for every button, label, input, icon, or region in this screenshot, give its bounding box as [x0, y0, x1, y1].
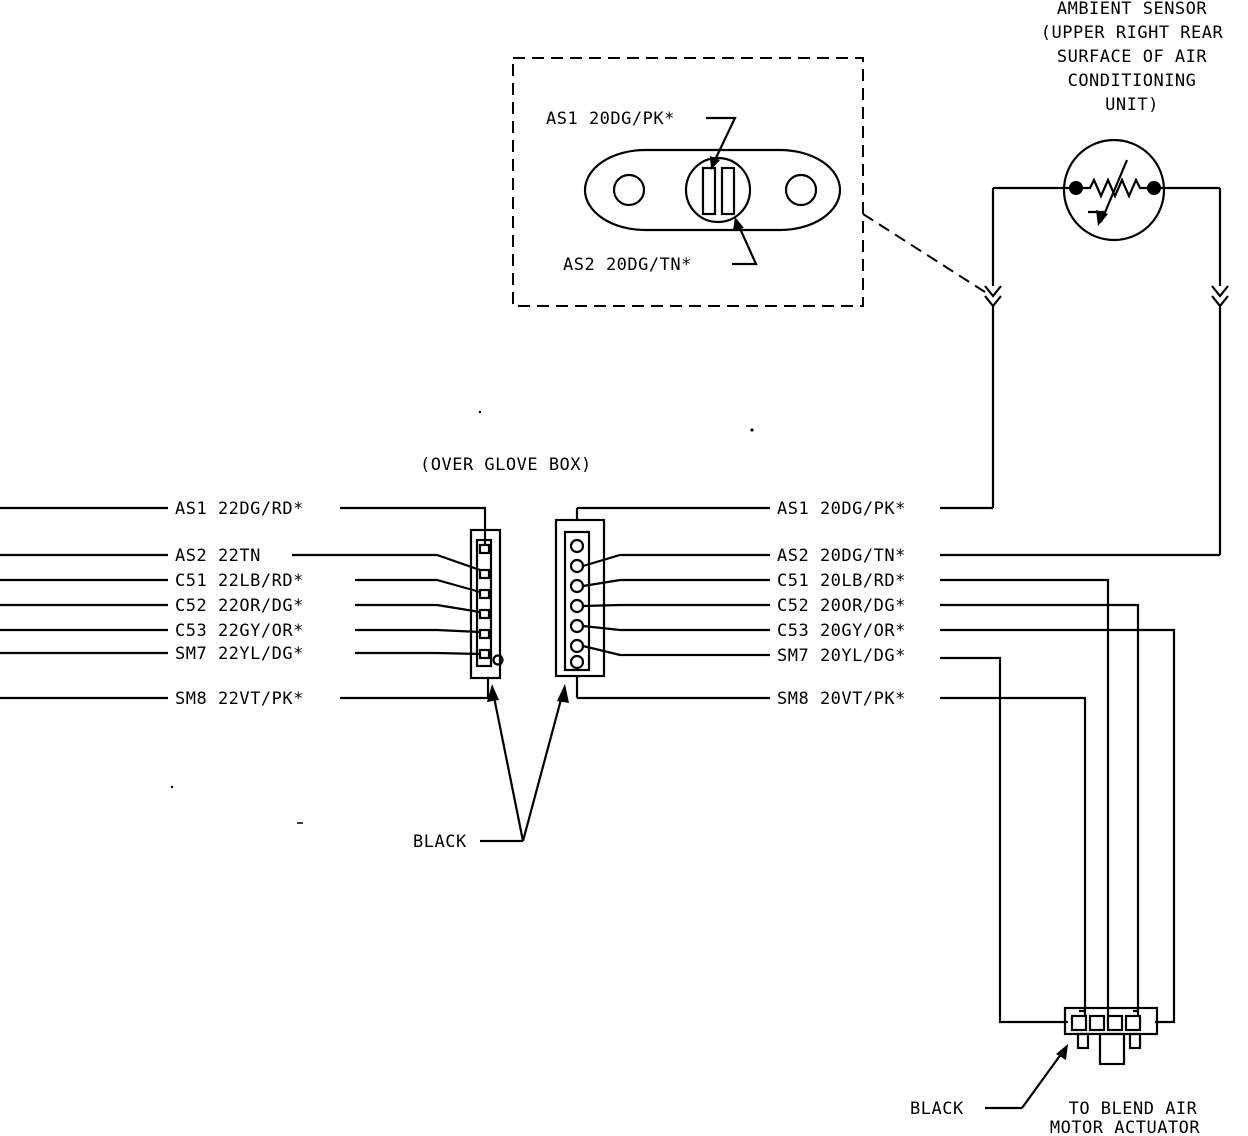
connector-color-callout: BLACK — [413, 684, 569, 852]
right-wire-label: SM7 20YL/DG* — [777, 646, 906, 666]
detail-as2-label: AS2 20DG/TN* — [563, 255, 692, 275]
right-wire-c53: C53 20GY/OR* — [582, 621, 1176, 1024]
left-wire-label: C53 22GY/OR* — [175, 621, 304, 641]
left-wire-as1: AS1 22DG/RD* — [0, 499, 487, 545]
actuator-label-line-1: TO BLEND AIR — [1069, 1099, 1198, 1119]
left-wire-label: SM8 22VT/PK* — [175, 689, 304, 709]
ambient-sensor-label-line-2: (UPPER RIGHT REAR — [1041, 23, 1224, 43]
left-wire-label: AS1 22DG/RD* — [175, 499, 304, 519]
right-wire-sm8: SM8 20VT/PK* — [577, 689, 1087, 1015]
ambient-sensor-label-line-5: UNIT) — [1105, 95, 1159, 115]
left-connector — [469, 528, 504, 698]
right-wire-as1: AS1 20DG/PK* — [577, 499, 906, 519]
right-wire-as2: AS2 20DG/TN* — [582, 546, 906, 568]
sensor-lead-as1 — [940, 188, 1002, 510]
left-wire-c53: C53 22GY/OR* — [0, 621, 481, 641]
ambient-sensor-label-line-3: SURFACE OF AIR — [1057, 47, 1208, 67]
right-wire-label: AS1 20DG/PK* — [777, 499, 906, 519]
actuator-connector — [1063, 1006, 1159, 1066]
left-wire-label: SM7 22YL/DG* — [175, 644, 304, 664]
actuator-label-line-2: MOTOR ACTUATOR — [1050, 1118, 1201, 1136]
ambient-sensor-label: AMBIENT SENSOR (UPPER RIGHT REAR SURFACE… — [1041, 0, 1224, 115]
left-wire-as2: AS2 22TN — [0, 546, 481, 572]
connector-detail-view: AS1 20DG/PK* AS2 20DG/TN* — [512, 57, 986, 307]
ambient-sensor-label-line-1: AMBIENT SENSOR — [1057, 0, 1208, 19]
actuator-color-callout: BLACK — [910, 1044, 1068, 1119]
detail-as1-label: AS1 20DG/PK* — [546, 109, 675, 129]
ambient-sensor-symbol — [993, 138, 1220, 242]
right-wire-label: C52 20OR/DG* — [777, 596, 906, 616]
right-wire-label: C53 20GY/OR* — [777, 621, 906, 641]
left-wire-label: AS2 22TN — [175, 546, 261, 566]
actuator-label: TO BLEND AIR MOTOR ACTUATOR — [1050, 1099, 1201, 1136]
connector-color-label: BLACK — [413, 832, 467, 852]
right-connector — [554, 508, 606, 698]
left-wire-label: C52 22OR/DG* — [175, 596, 304, 616]
right-wire-c52: C52 20OR/DG* — [582, 596, 1140, 1015]
left-wire-label: C51 22LB/RD* — [175, 571, 304, 591]
ambient-sensor-label-line-4: CONDITIONING — [1068, 71, 1197, 91]
right-wire-label: AS2 20DG/TN* — [777, 546, 906, 566]
right-wire-c51: C51 20LB/RD* — [582, 571, 1110, 1015]
connector-location-label: (OVER GLOVE BOX) — [420, 455, 592, 475]
sensor-lead-as2 — [940, 188, 1229, 557]
right-wire-label: SM8 20VT/PK* — [777, 689, 906, 709]
right-wire-sm7: SM7 20YL/DG* — [582, 644, 1068, 1024]
actuator-connector-color-label: BLACK — [910, 1099, 964, 1119]
left-wire-sm7: SM7 22YL/DG* — [0, 644, 481, 664]
left-wire-c52: C52 22OR/DG* — [0, 596, 481, 616]
left-wire-sm8: SM8 22VT/PK* — [0, 689, 488, 709]
right-wire-label: C51 20LB/RD* — [777, 571, 906, 591]
left-wire-c51: C51 22LB/RD* — [0, 571, 481, 594]
